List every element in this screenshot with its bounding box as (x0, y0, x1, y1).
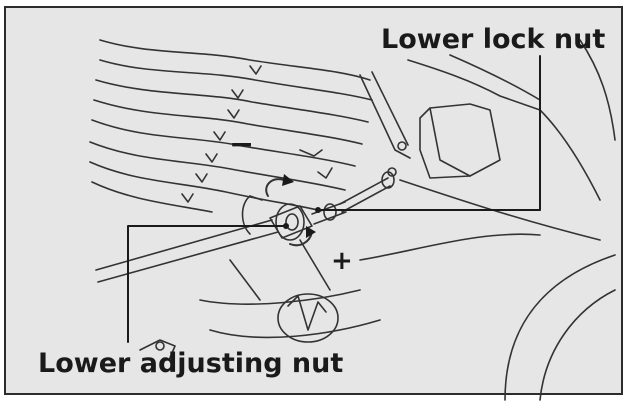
leader-lower-adjusting-nut (127, 225, 287, 343)
decrease-symbol: − (229, 127, 255, 162)
leader-lines (127, 55, 541, 343)
rotation-arrow-head-bottom (306, 226, 316, 238)
housing (359, 39, 616, 401)
grille-louvres (89, 39, 373, 213)
increase-symbol: + (331, 246, 353, 276)
lower-bracket (139, 239, 381, 361)
rotation-arrow-head-top (282, 174, 294, 186)
adjusting-nut-leader-dot (283, 223, 289, 229)
lock-nut-leader-dot (315, 207, 321, 213)
leader-lower-lock-nut (317, 55, 541, 211)
lower-lock-nut-label: Lower lock nut (381, 24, 606, 55)
lower-adjusting-nut-label: Lower adjusting nut (38, 348, 344, 379)
